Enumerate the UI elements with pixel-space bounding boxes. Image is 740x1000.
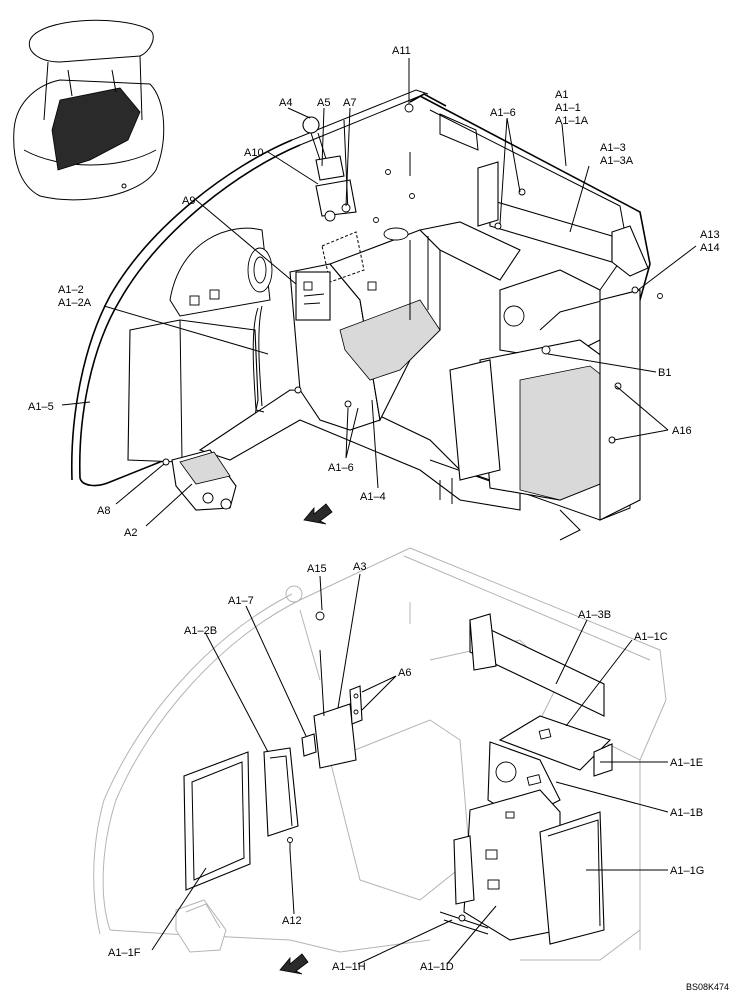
callout-a1-4: A1–4 (360, 491, 386, 503)
callout-a9: A9 (182, 195, 195, 207)
callout-b1: B1 (658, 367, 671, 379)
callout-a16: A16 (672, 425, 692, 437)
callout-a7: A7 (343, 97, 356, 109)
upper-callouts: A11 A1 A1–1 A1–1A A4 A5 A7 A1–6 A10 A1–3… (28, 45, 720, 539)
callout-a11: A11 (392, 45, 411, 57)
callout-a1-6-bottom: A1–6 (328, 462, 354, 474)
callout-a1-1c: A1–1C (634, 631, 668, 643)
upper-exploded-view (61, 58, 697, 541)
callout-a1-6-top: A1–6 (490, 107, 516, 119)
callout-a1-7: A1–7 (228, 595, 254, 607)
direction-arrow-icon (279, 953, 309, 975)
callout-a1-3a: A1–3A (600, 155, 634, 167)
drawing-code: BS08K474 (686, 982, 729, 992)
callout-a13: A13 (700, 229, 720, 241)
callout-a1-2: A1–2 (58, 284, 84, 296)
callout-a14: A14 (700, 242, 720, 254)
callout-a1-1h: A1–1H (332, 961, 366, 973)
direction-arrow-icon (303, 503, 333, 525)
callout-a1-2a: A1–2A (58, 297, 92, 309)
callout-a1-3: A1–3 (600, 142, 626, 154)
callout-a1-1e: A1–1E (670, 757, 703, 769)
callout-a1-1d: A1–1D (420, 961, 454, 973)
callout-a2: A2 (124, 527, 137, 539)
lower-exploded-view (93, 547, 669, 975)
lower-callouts: A15 A3 A1–7 A1–3B A1–2B A1–1C A6 A1–1E A… (108, 561, 704, 973)
callout-a1-1f: A1–1F (108, 947, 141, 959)
machine-locator-icon (13, 19, 165, 201)
callout-a6: A6 (398, 667, 411, 679)
callout-a1: A1 (555, 89, 568, 101)
callout-a10: A10 (244, 147, 264, 159)
callout-a1-1: A1–1 (555, 102, 581, 114)
callout-a8: A8 (97, 505, 110, 517)
callout-a4: A4 (279, 97, 292, 109)
callout-a5: A5 (317, 97, 330, 109)
callout-a1-1b: A1–1B (670, 807, 703, 819)
callout-a1-3b: A1–3B (578, 609, 611, 621)
callout-a1-5: A1–5 (28, 401, 54, 413)
callout-a1-1a: A1–1A (555, 115, 589, 127)
callout-a12: A12 (282, 915, 302, 927)
callout-a1-1g: A1–1G (670, 865, 704, 877)
callout-a3: A3 (353, 561, 366, 573)
callout-a15: A15 (307, 563, 327, 575)
callout-a1-2b: A1–2B (184, 625, 217, 637)
